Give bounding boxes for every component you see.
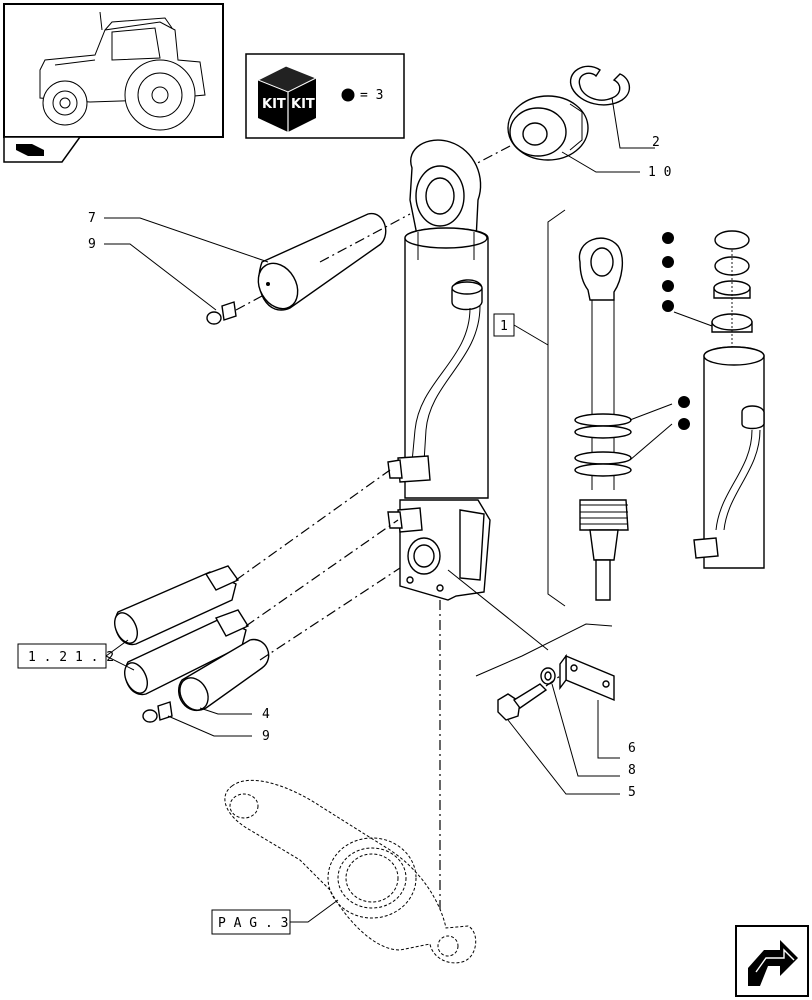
snap-ring-part — [569, 65, 630, 106]
bolt-part — [497, 683, 548, 721]
axis-line-bolt — [545, 675, 561, 687]
label-part-4: 4 — [262, 707, 270, 722]
kit-bullet-icon — [662, 280, 674, 292]
leader-5 — [507, 719, 620, 795]
kit-box-icon: KIT KIT — [256, 65, 318, 132]
label-ref-pag-3: P A G . 3 — [218, 916, 288, 931]
leader-8 — [551, 683, 620, 777]
washer-part — [540, 667, 556, 685]
kit-label-1: KIT — [262, 97, 286, 112]
leader-9-top — [104, 243, 217, 311]
kit-legend-text: = 3 — [360, 88, 383, 103]
main-hydraulic-cylinder — [387, 139, 491, 601]
leader-pag-3 — [290, 899, 339, 923]
leader-9-bottom — [167, 715, 252, 737]
leader-seal-2 — [629, 423, 673, 461]
kit-bullet-icon — [662, 300, 674, 312]
label-part-1: 1 — [500, 319, 508, 334]
leader-1 — [513, 324, 549, 346]
leader-4 — [199, 707, 252, 715]
ref-box-pag-3[interactable] — [211, 909, 291, 935]
label-part-8: 8 — [628, 763, 636, 778]
seal-kit-column — [662, 230, 765, 569]
label-part-10: 1 0 — [648, 165, 671, 180]
label-part-2: 2 — [652, 135, 660, 150]
leader-hardware — [447, 569, 549, 651]
axis-line-lower-pin — [259, 567, 401, 661]
lower-pin-part — [177, 638, 270, 711]
kit-bullet-icon — [662, 256, 674, 268]
kit-bullet-icon — [341, 88, 355, 102]
pivot-pin-part — [257, 213, 387, 311]
tractor-icon — [39, 11, 206, 131]
kit-bullet-icon — [662, 232, 674, 244]
leader-ref-1-21-2 — [105, 639, 135, 671]
axis-line-hose-1 — [235, 469, 391, 581]
label-part-9-bottom: 9 — [262, 729, 270, 744]
grease-nipple-top-part — [206, 301, 237, 325]
axis-line-hose-2 — [245, 519, 399, 627]
grease-nipple-bottom-part — [142, 701, 173, 723]
next-arrow-icon — [748, 940, 798, 986]
label-part-7: 7 — [88, 211, 96, 226]
label-part-9-top: 9 — [88, 237, 96, 252]
lift-arm-part — [224, 779, 477, 964]
next-page-button[interactable] — [735, 925, 809, 997]
exploded-view-bracket — [547, 209, 566, 607]
axis-line-pin — [319, 213, 411, 263]
kit-legend-box: KIT KIT = 3 — [245, 53, 405, 139]
retaining-plate-part — [559, 653, 615, 702]
spherical-bushing-part — [507, 95, 589, 161]
axis-line-nipple-top — [235, 295, 263, 311]
part-tab-icon — [16, 144, 44, 156]
leader-7 — [104, 217, 269, 263]
label-part-6: 6 — [628, 741, 636, 756]
tractor-thumbnail[interactable] — [3, 3, 224, 163]
leader-2 — [611, 97, 655, 149]
leader-seal-1 — [629, 403, 673, 421]
label-ref-1-21-2: 1 . 2 1 . 2 — [28, 650, 114, 665]
kit-label-2: KIT — [291, 97, 315, 112]
leader-6 — [597, 700, 620, 759]
exploded-piston-rod — [574, 237, 632, 601]
kit-bullet-icon — [678, 418, 690, 430]
hardware-bracket — [475, 623, 613, 677]
hydraulic-hoses — [113, 565, 250, 696]
kit-bullet-icon — [678, 396, 690, 408]
leader-10 — [561, 151, 640, 173]
ref-box-1-21-2[interactable] — [17, 643, 107, 669]
label-part-5: 5 — [628, 785, 636, 800]
